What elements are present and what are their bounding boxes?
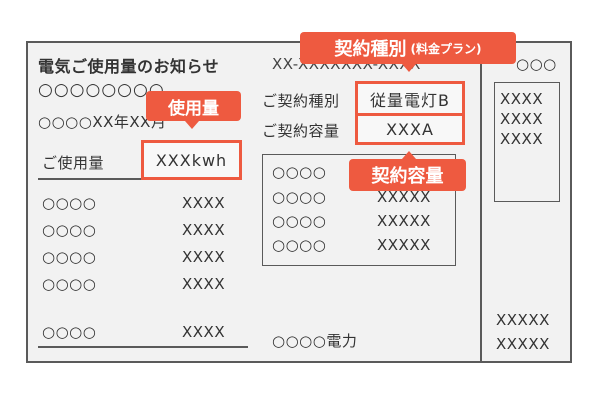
contract-capacity-callout: 契約容量	[349, 159, 466, 191]
contract-capacity-value-highlight: XXXA	[355, 113, 465, 145]
mid-row-value: XXXXX	[377, 236, 431, 254]
contract-capacity-label: ご契約容量	[262, 122, 340, 140]
left-row-label: ○○○○	[42, 248, 97, 266]
right-box-row: XXXX	[500, 110, 544, 128]
notice-column-divider	[480, 41, 482, 363]
top-right-placeholder: ○○○	[516, 55, 557, 73]
usage-callout: 使用量	[146, 91, 241, 121]
mid-row-label: ○○○○	[272, 236, 327, 254]
contract-type-label: ご契約種別	[262, 92, 340, 110]
billing-month: ○○○○XX年XX月	[38, 113, 167, 131]
right-box-row: XXXX	[500, 130, 544, 148]
contract-type-callout-main: 契約種別	[334, 39, 407, 60]
usage-detail-box	[262, 154, 456, 266]
bottom-row-label: ○○○○	[42, 323, 97, 341]
mid-row-label: ○○○○	[272, 163, 327, 181]
left-row-value: XXXX	[182, 275, 226, 293]
usage-label: ご使用量	[42, 154, 105, 172]
left-row-label: ○○○○	[42, 194, 97, 212]
power-company-name: ○○○○電力	[272, 332, 358, 350]
notice-title: 電気ご使用量のお知らせ	[38, 57, 220, 76]
mid-row-label: ○○○○	[272, 188, 327, 206]
left-row-label: ○○○○	[42, 221, 97, 239]
contract-type-callout-sub: (料金プラン)	[410, 41, 482, 56]
left-row-label: ○○○○	[42, 275, 97, 293]
mid-row-value: XXXXX	[377, 212, 431, 230]
usage-underline	[38, 178, 142, 180]
usage-value-highlight: XXXkwh	[141, 140, 242, 180]
mid-row-label: ○○○○	[272, 212, 327, 230]
contract-capacity-callout-pointer	[402, 151, 416, 159]
bottom-row-value: XXXX	[182, 323, 226, 341]
usage-callout-pointer	[185, 121, 199, 129]
mid-row-value: XXXXX	[377, 188, 431, 206]
left-row-value: XXXX	[182, 221, 226, 239]
left-row-value: XXXX	[182, 248, 226, 266]
right-bottom-row: XXXXX	[496, 311, 550, 329]
bottom-underline	[38, 346, 248, 348]
right-bottom-row: XXXXX	[496, 335, 550, 353]
right-box-row: XXXX	[500, 90, 544, 108]
right-detail-box	[494, 82, 560, 202]
contract-type-callout-pointer	[402, 64, 416, 72]
contract-type-value-highlight: 従量電灯B	[355, 81, 465, 117]
left-row-value: XXXX	[182, 194, 226, 212]
circles-row: ○○○○○○○○	[38, 80, 165, 100]
contract-type-callout: 契約種別 (料金プラン)	[300, 32, 516, 64]
